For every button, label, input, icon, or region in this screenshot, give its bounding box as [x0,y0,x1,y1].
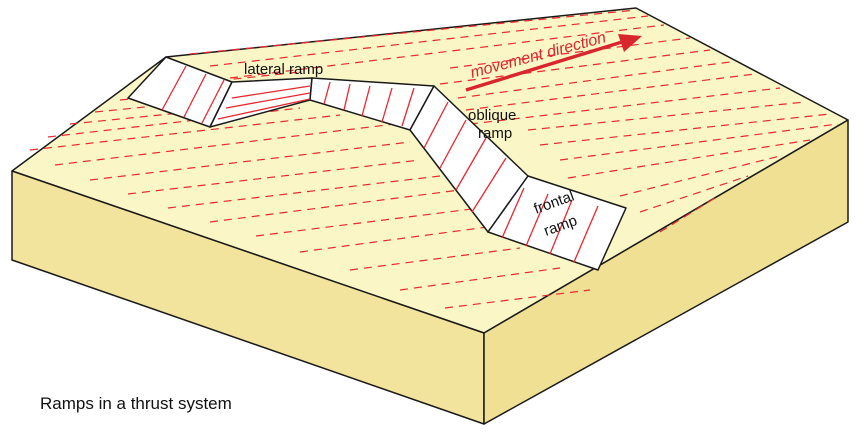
diagram-caption: Ramps in a thrust system [40,394,232,413]
oblique-ramp-label-2: ramp [478,125,512,142]
ramp-wall-beds [161,65,599,263]
lateral-ramp-label: lateral ramp [244,61,323,78]
oblique-ramp-label-1: oblique [468,107,516,124]
frontal-ramp-wall [487,175,627,271]
marker-bed-lines [29,9,839,309]
block-side-face [483,119,849,425]
movement-direction-arrow [465,34,642,92]
